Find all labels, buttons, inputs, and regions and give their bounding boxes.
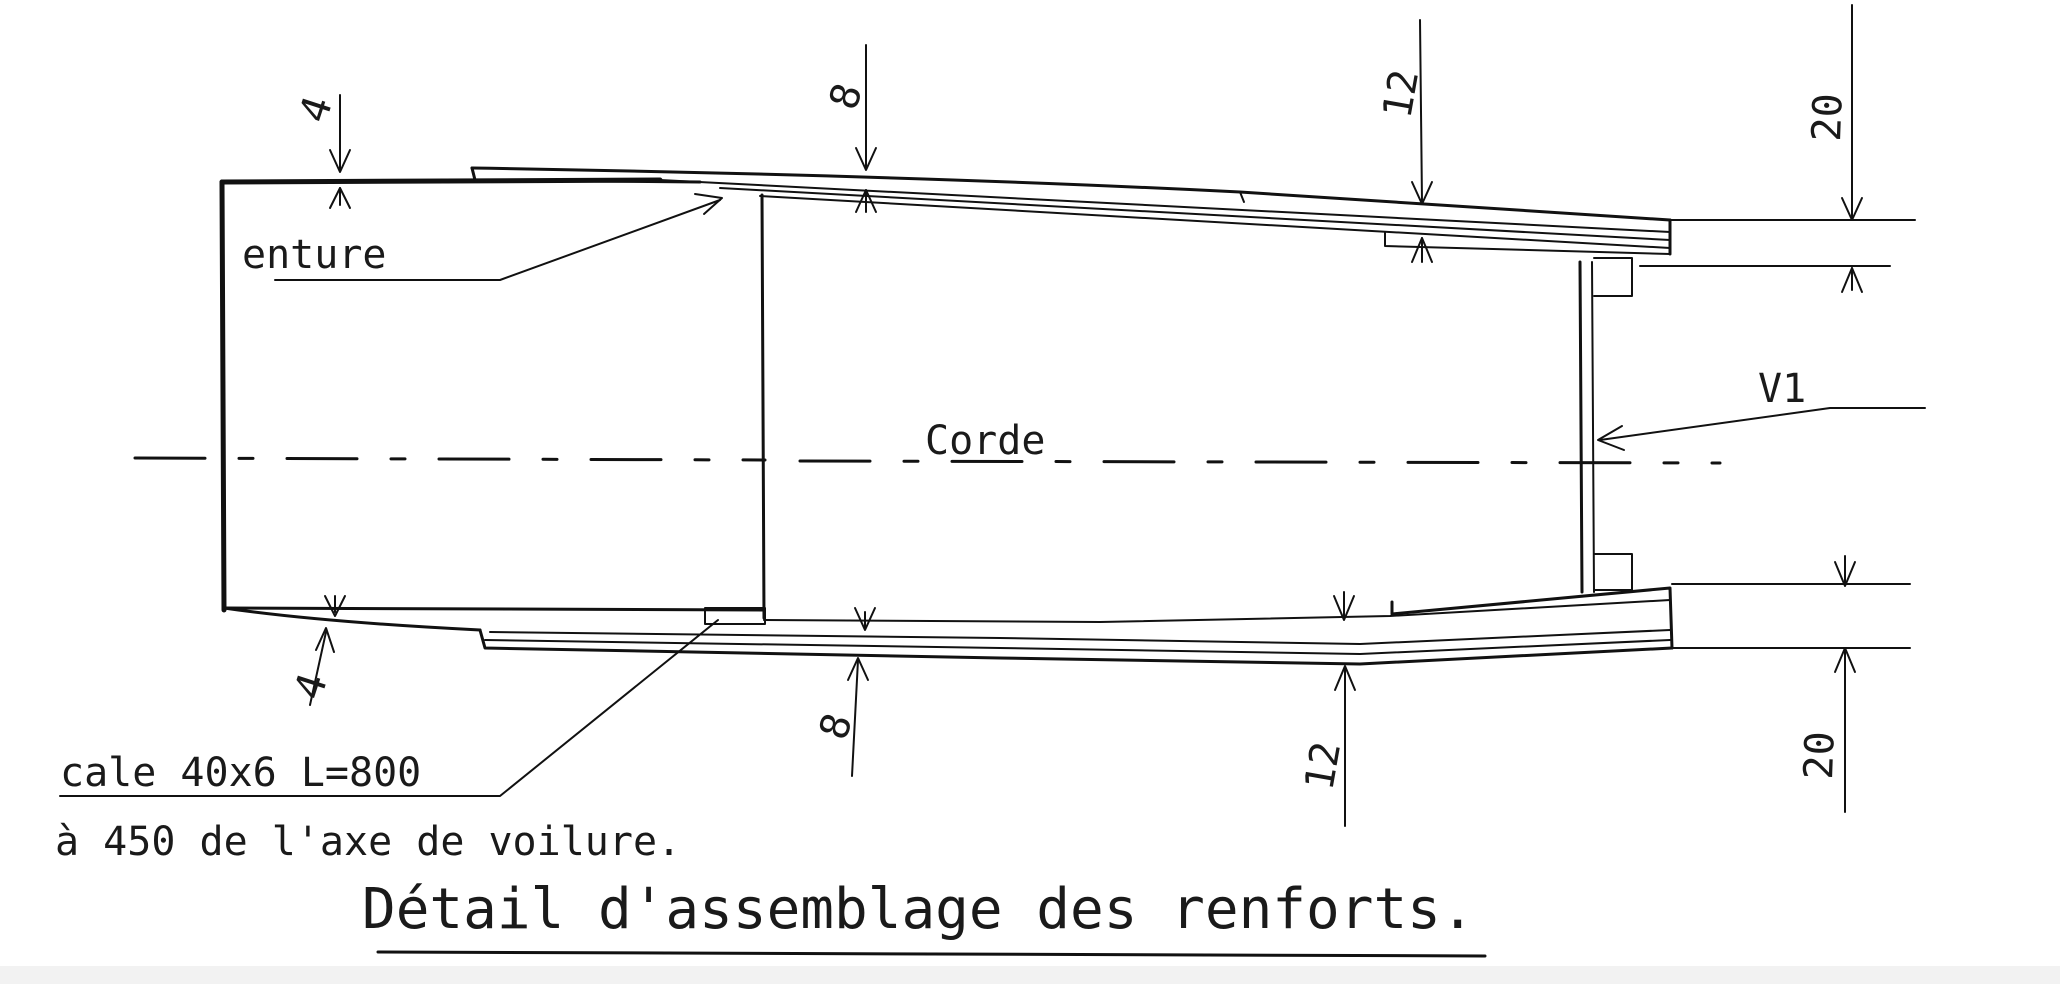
dim-arrows-top — [329, 4, 1916, 293]
dim-bottom-right-outer: 20 — [1796, 731, 1844, 781]
dim-bottom-left: 4 — [286, 668, 337, 705]
bottom-reinforcement — [222, 586, 1674, 666]
dim-top-left: 4 — [291, 91, 342, 128]
footer-strip — [0, 966, 2060, 984]
label-corde: Corde — [925, 418, 1045, 464]
dim-bottom-right-inner: 12 — [1297, 738, 1351, 793]
root-section-box — [219, 177, 766, 620]
top-reinforcement — [470, 166, 1672, 256]
dim-top-mid: 8 — [821, 78, 872, 115]
dim-arrows-bottom — [309, 555, 1911, 827]
title-underline — [376, 950, 1487, 958]
dim-top-right-inner: 12 — [1375, 66, 1429, 121]
leader-lines — [59, 193, 1926, 797]
label-cale-line1: cale 40x6 L=800 — [60, 750, 421, 796]
drawing-title: Détail d'assemblage des renforts. — [362, 877, 1475, 942]
dim-top-right-outer: 20 — [1804, 93, 1852, 143]
chord-centerline — [133, 456, 1722, 465]
v1-web — [1578, 257, 1633, 594]
label-cale-line2: à 450 de l'axe de voilure. — [55, 819, 681, 865]
label-v1: V1 — [1758, 366, 1806, 412]
label-enture: enture — [242, 232, 387, 278]
